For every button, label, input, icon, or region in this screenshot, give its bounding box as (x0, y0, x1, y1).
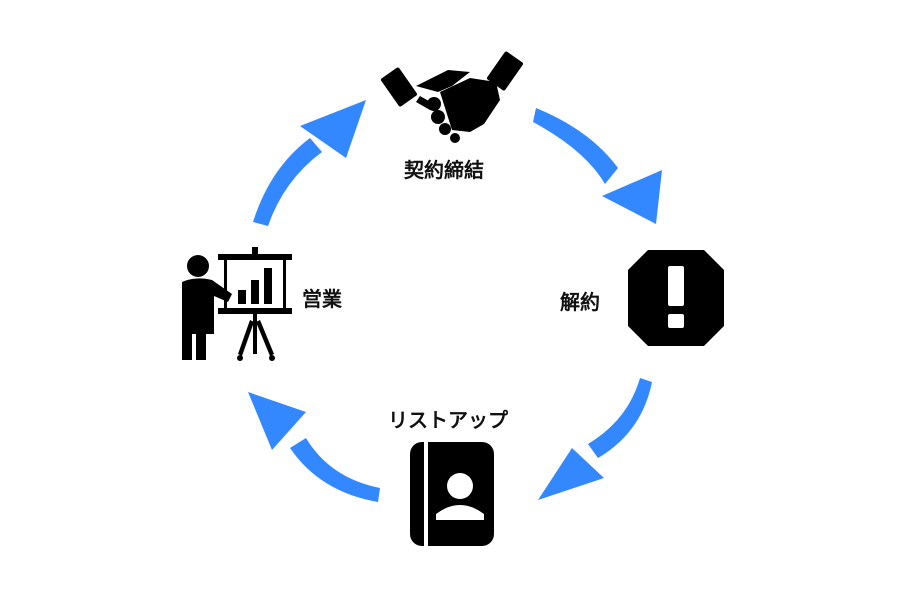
stage-label-sales: 営業 (302, 287, 342, 311)
stage-label-contract: 契約締結 (404, 158, 484, 182)
octagon-exclamation-icon (628, 250, 724, 346)
presentation-icon (182, 247, 292, 361)
stage-label-cancel: 解約 (560, 290, 600, 314)
arrow-contract-to-cancel (533, 108, 662, 224)
arrow-listup-to-sales (248, 392, 380, 502)
arrow-cancel-to-listup (538, 378, 652, 500)
stage-label-listup: リストアップ (388, 408, 508, 432)
arrow-sales-to-contract (253, 100, 366, 226)
handshake-icon (381, 51, 523, 143)
address-book-icon (410, 442, 494, 546)
